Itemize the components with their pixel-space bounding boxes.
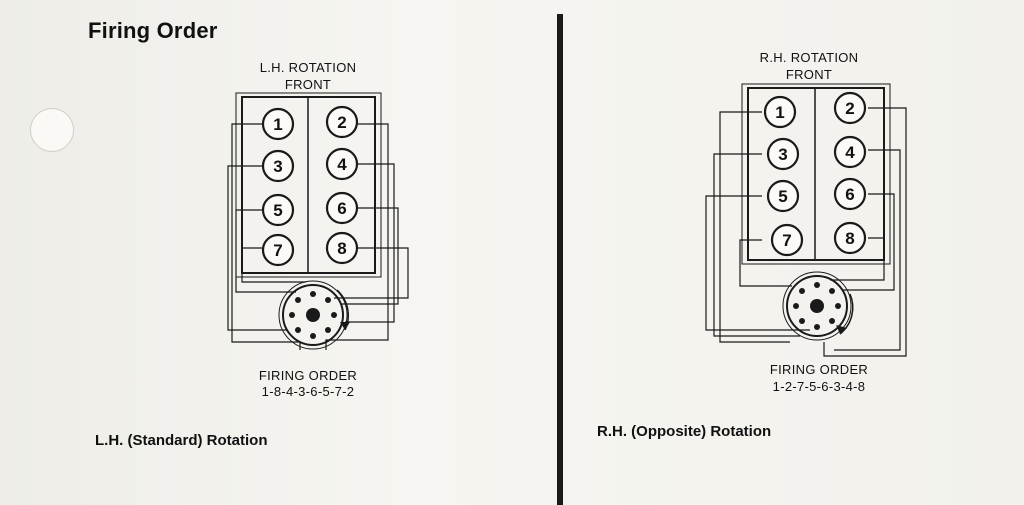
left-cylinder-2 [325, 105, 359, 139]
left-rotation-arrow [340, 322, 350, 330]
right-cylinder-8 [833, 221, 867, 255]
left-rotation-label: L.H. ROTATION [259, 60, 357, 75]
right-cylinder-1 [763, 95, 797, 129]
left-front-label: FRONT [284, 77, 332, 92]
left-cylinder-2-label: 2 [337, 113, 346, 132]
left-cylinder-3 [261, 149, 295, 183]
right-rotation-label: R.H. ROTATION [759, 50, 859, 65]
left-cylinder-4-label: 4 [337, 155, 347, 174]
right-cylinder-2 [833, 91, 867, 125]
left-firing-order-label: FIRING ORDER [258, 368, 358, 383]
right-firing-order-label: FIRING ORDER [769, 362, 869, 377]
left-cylinder-6 [325, 191, 359, 225]
binder-hole [30, 108, 74, 152]
right-engine-block-outline [741, 83, 891, 265]
right-firing-order: 1-2-7-5-6-3-4-8 [772, 379, 866, 394]
left-cylinder-3-label: 3 [273, 157, 282, 176]
left-cylinder-8 [325, 231, 359, 265]
right-cylinder-3 [766, 137, 800, 171]
left-cylinder-6-label: 6 [337, 199, 346, 218]
left-cylinder-4 [325, 147, 359, 181]
left-cylinder-7 [261, 233, 295, 267]
left-cylinder-5-label: 5 [273, 201, 282, 220]
left-firing-order: 1-8-4-3-6-5-7-2 [261, 384, 355, 399]
left-caption: L.H. (Standard) Rotation [95, 432, 268, 449]
page-title: Firing Order [88, 18, 218, 43]
left-cylinder-8-label: 8 [337, 239, 346, 258]
left-cylinder-7-label: 7 [273, 241, 282, 260]
right-cylinder-6 [833, 177, 867, 211]
right-cylinder-5-label: 5 [778, 187, 787, 206]
right-cylinder-5 [766, 179, 800, 213]
panel-divider [557, 14, 563, 505]
right-cylinder-4-label: 4 [845, 143, 855, 162]
left-engine-block-outline [235, 92, 382, 278]
left-distributor-cap [282, 284, 344, 346]
right-cylinder-4 [833, 135, 867, 169]
left-cylinder-1 [261, 107, 295, 141]
right-cylinder-1-label: 1 [775, 103, 784, 122]
left-cylinder-1-label: 1 [273, 115, 282, 134]
right-rotation-arrow [836, 325, 847, 334]
right-front-label: FRONT [785, 67, 833, 82]
right-engine-block [747, 87, 885, 261]
right-cylinder-6-label: 6 [845, 185, 854, 204]
right-cylinder-8-label: 8 [845, 229, 854, 248]
right-cylinder-7-label: 7 [782, 231, 791, 250]
right-distributor-rotor [810, 299, 824, 313]
right-cylinder-2-label: 2 [845, 99, 854, 118]
right-distributor-cap [786, 275, 848, 337]
left-distributor-rotor [306, 308, 320, 322]
right-cylinder-3-label: 3 [778, 145, 787, 164]
left-cylinder-5 [261, 193, 295, 227]
right-caption: R.H. (Opposite) Rotation [597, 423, 772, 440]
right-cylinder-7 [770, 223, 804, 257]
